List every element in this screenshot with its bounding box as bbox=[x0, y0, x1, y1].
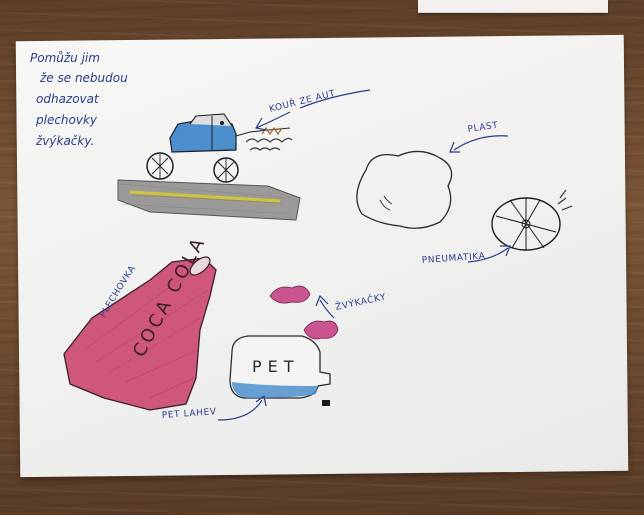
bottle-label-text: PET bbox=[252, 357, 300, 376]
plast-label-text: PLAST bbox=[467, 121, 499, 135]
tire-illustration bbox=[491, 189, 573, 251]
road-illustration bbox=[117, 179, 301, 221]
chewing-gum-illustration bbox=[269, 285, 339, 340]
note-line-2: že se nebudou bbox=[39, 71, 128, 85]
zvykacky-label: ŽVÝKAČKY bbox=[315, 290, 387, 319]
can-illustration: COCA COLA bbox=[63, 233, 217, 411]
pneumatika-label: PNEUMATIKA bbox=[422, 245, 511, 266]
pet-lahev-label-text: PET LAHEV bbox=[162, 407, 218, 421]
top-paper-edge bbox=[418, 0, 608, 13]
note-line-3: odhazovat bbox=[36, 92, 100, 106]
car-illustration bbox=[146, 113, 293, 183]
smoke-label-text: KOUŘ ZE AUT bbox=[268, 88, 336, 115]
zvykacky-label-text: ŽVÝKAČKY bbox=[334, 290, 387, 312]
pet-bottle-illustration: PET bbox=[229, 335, 331, 406]
plastic-bag-illustration bbox=[356, 150, 453, 229]
pet-lahev-label: PET LAHEV bbox=[162, 394, 267, 421]
note-line-5: žvýkačky. bbox=[35, 134, 94, 148]
note-line-1: Pomůžu jim bbox=[30, 51, 100, 65]
pneumatika-label-text: PNEUMATIKA bbox=[422, 252, 486, 266]
note-line-4: plechovky bbox=[35, 113, 98, 127]
plast-label: PLAST bbox=[449, 121, 509, 153]
handwritten-note: Pomůžu jim že se nebudou odhazovat plech… bbox=[30, 51, 128, 148]
smoke-label: KOUŘ ZE AUT bbox=[255, 88, 371, 131]
